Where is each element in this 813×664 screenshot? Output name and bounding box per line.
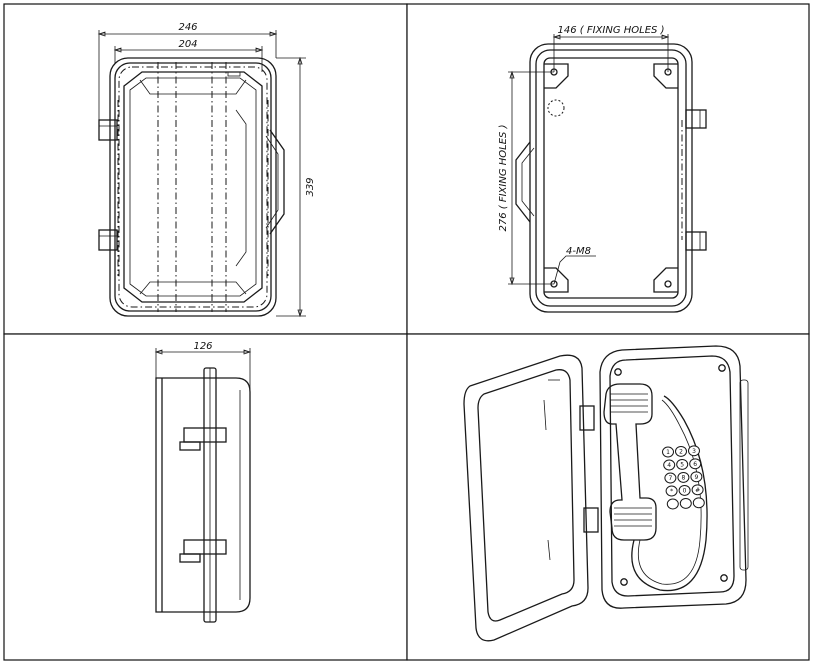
side-hinge-bottom-knuckle <box>179 553 201 563</box>
cell-perspective-view <box>406 333 810 661</box>
fixing-hole-br <box>664 280 672 288</box>
keypad-key-label: 6 <box>693 461 697 468</box>
front-right-bevel <box>235 109 247 267</box>
faceplate-screw-br <box>720 574 728 582</box>
back-breather-circle <box>547 99 565 117</box>
side-view-drawing: 126 <box>154 341 252 623</box>
dim-246-label: 246 <box>178 22 197 33</box>
back-boss-br <box>653 267 678 293</box>
front-outer-body <box>109 57 277 317</box>
open-door-glint-2 <box>543 399 547 431</box>
keypad-key <box>675 445 687 457</box>
perspective-hinge-top <box>579 405 595 431</box>
bolt-callout-label: 4-M8 <box>566 246 591 257</box>
keypad-key <box>677 471 690 483</box>
keypad-key-label: 0 <box>683 487 687 494</box>
keypad-key <box>690 471 703 483</box>
keypad-key-label: 3 <box>692 448 696 455</box>
keypad-key-label: 5 <box>680 461 684 468</box>
back-view-drawing: 146 ( FIXING HOLES ) 276 ( FIXING HOLES … <box>498 25 707 313</box>
dim-276-arrows <box>509 70 515 286</box>
body-faceplate <box>609 355 735 597</box>
perspective-view-drawing: 1 2 3 4 5 6 7 8 9 * 0 # <box>463 345 749 642</box>
armoured-cord-inner <box>637 399 702 585</box>
open-door-glint-3 <box>547 539 551 561</box>
front-hinge-bottom <box>98 229 118 251</box>
faceplate-screw-bl <box>620 578 628 586</box>
dim-146-label: 146 ( FIXING HOLES ) <box>558 25 665 36</box>
back-outer-body <box>529 43 693 313</box>
keypad-key-label: * <box>670 488 673 495</box>
cell-side-view <box>3 333 408 661</box>
keypad-key <box>692 497 705 509</box>
front-bottom-bevel <box>139 281 247 295</box>
drawing-grid <box>3 3 810 661</box>
front-outer-body-inner <box>114 62 272 312</box>
dim-204-arrows <box>113 47 264 53</box>
dim-339-arrows <box>297 56 303 318</box>
keypad: 1 2 3 4 5 6 7 8 9 * 0 # <box>662 445 705 510</box>
keypad-key-label: 4 <box>667 462 671 469</box>
open-door-inner <box>477 369 575 622</box>
body-side-depth <box>739 379 749 571</box>
front-latch-handle <box>269 129 285 235</box>
keypad-key-label: # <box>695 487 700 494</box>
dim-246-arrows <box>97 31 278 37</box>
dim-126-label: 126 <box>193 341 212 352</box>
front-door-recess <box>129 77 257 297</box>
bolt-callout-leader <box>553 255 596 285</box>
back-outer-inner <box>535 49 687 307</box>
side-body-outline <box>155 377 251 613</box>
faceplate-screw-tl <box>614 368 622 376</box>
cell-back-view <box>406 3 810 335</box>
front-logo-plate <box>227 71 241 77</box>
side-hinge-top <box>183 427 227 443</box>
back-boss-tl <box>544 63 569 89</box>
keypad-key <box>691 484 704 496</box>
back-hinge-top <box>685 109 707 129</box>
front-latch-handle-inner <box>265 135 279 229</box>
armoured-cord <box>631 395 708 592</box>
keypad-key-label: 8 <box>681 474 685 481</box>
dim-146-arrows <box>552 34 670 40</box>
dim-126-arrows <box>154 349 252 355</box>
front-hinge-top <box>98 119 118 141</box>
keypad-key-label: 1 <box>666 449 670 456</box>
back-boss-bl <box>544 267 569 293</box>
keypad-key <box>689 458 702 470</box>
back-boss-tr <box>653 63 678 89</box>
front-hidden-outline <box>118 66 268 308</box>
keypad-key-label: 7 <box>668 475 672 482</box>
keypad-key-label: 2 <box>679 448 683 455</box>
keypad-key-label: 9 <box>694 474 698 481</box>
perspective-hinge-bottom <box>583 507 599 533</box>
keypad-key <box>666 498 679 510</box>
side-hinge-bottom <box>183 539 227 555</box>
keypad-key <box>663 459 676 471</box>
front-top-bevel <box>139 79 247 95</box>
side-hinge-top-knuckle <box>179 441 201 451</box>
keypad-key <box>679 497 692 509</box>
dim-339-label: 339 <box>305 177 316 196</box>
front-view-drawing: 246 204 339 <box>97 22 316 318</box>
keypad-key <box>664 472 677 484</box>
body-outer <box>599 345 747 609</box>
faceplate-screw-tr <box>718 364 726 372</box>
dim-276-label: 276 ( FIXING HOLES ) <box>498 125 509 232</box>
open-door-outer <box>463 354 589 642</box>
cell-front-view <box>3 3 408 335</box>
handset-icon <box>603 383 657 541</box>
dim-204-label: 204 <box>178 39 197 50</box>
keypad-key <box>688 445 700 457</box>
back-plate <box>543 57 679 299</box>
keypad-key <box>662 446 674 458</box>
keypad-key <box>676 458 689 470</box>
keypad-key <box>665 485 678 497</box>
keypad-key <box>678 484 691 496</box>
back-hinge-bottom <box>685 231 707 251</box>
back-latch-handle <box>515 141 531 223</box>
back-latch-handle-inner <box>521 147 535 217</box>
